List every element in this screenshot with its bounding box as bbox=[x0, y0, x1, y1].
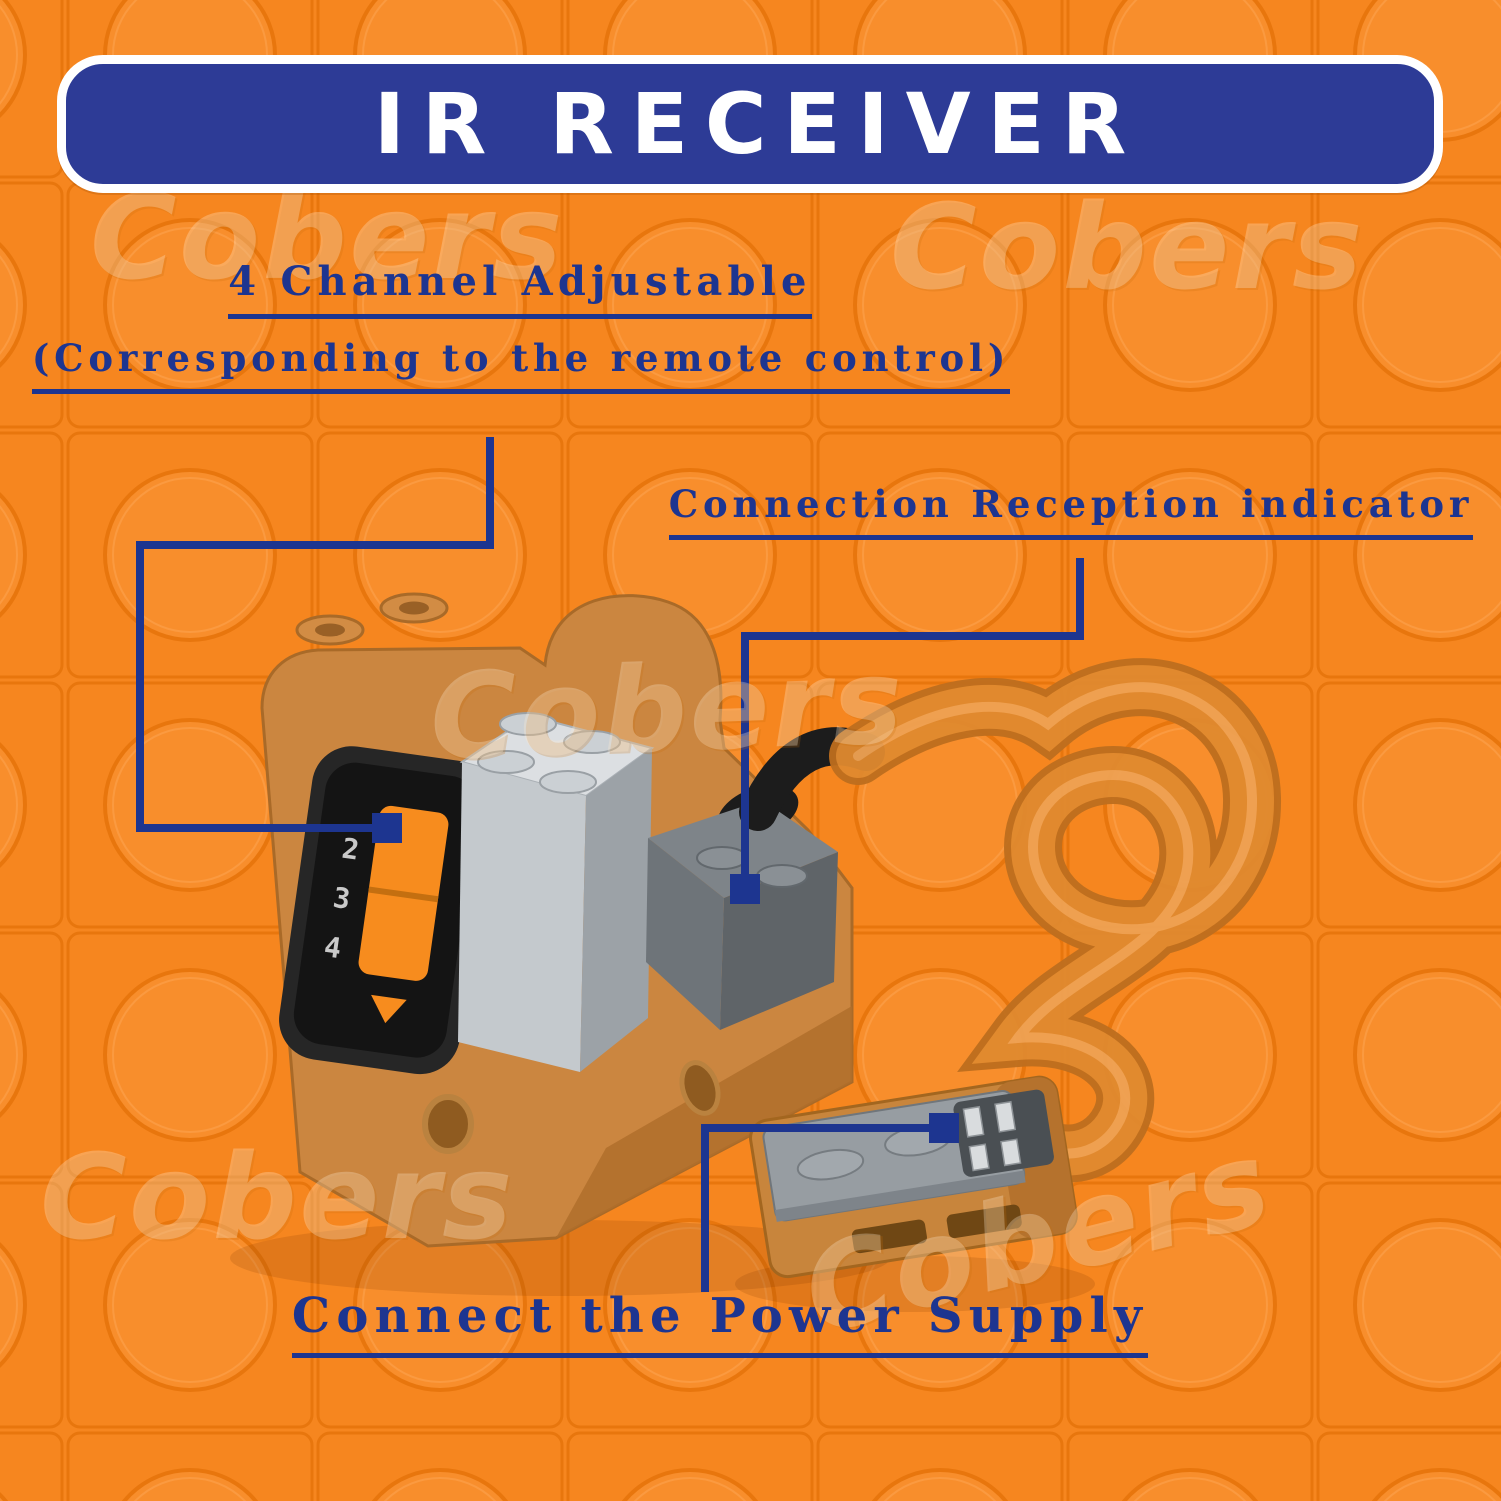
channel-switch-arrow bbox=[371, 994, 407, 1024]
ir-receiver-module: 2 3 4 bbox=[260, 592, 854, 1248]
annotation-channel-adjustable-text: 4 Channel Adjustable bbox=[228, 258, 812, 319]
callout-dot-power bbox=[929, 1113, 959, 1143]
annotation-power-supply: Connect the Power Supply bbox=[290, 1288, 1150, 1358]
callout-line-reception bbox=[741, 558, 1084, 876]
callout-line-power bbox=[701, 1124, 944, 1292]
title-banner: IR RECEIVER bbox=[57, 55, 1443, 193]
channel-digit-4: 4 bbox=[322, 930, 343, 965]
channel-digit-3: 3 bbox=[331, 881, 352, 916]
channel-selector-panel: 2 3 4 bbox=[279, 746, 493, 1075]
page-title: IR RECEIVER bbox=[373, 75, 1144, 173]
shadow-receiver bbox=[230, 1220, 890, 1296]
plug-stud bbox=[796, 1148, 865, 1181]
callout-dot-channel bbox=[372, 813, 402, 843]
power-connector-plug bbox=[749, 1075, 1078, 1279]
callout-dot-reception bbox=[730, 874, 760, 904]
annotation-power-supply-text: Connect the Power Supply bbox=[291, 1288, 1149, 1358]
annotation-channel-subtitle: (Corresponding to the remote control) bbox=[8, 336, 1034, 394]
callout-lines bbox=[136, 437, 1084, 1292]
annotation-reception-indicator-text: Connection Reception indicator bbox=[668, 482, 1474, 540]
connection-cable bbox=[829, 658, 1281, 1183]
annotation-reception-indicator: Connection Reception indicator bbox=[655, 482, 1487, 540]
annotation-channel-adjustable: 4 Channel Adjustable bbox=[180, 258, 860, 319]
callout-line-channel bbox=[136, 437, 494, 832]
receiver-body-shade bbox=[556, 1006, 852, 1238]
channel-digit-2: 2 bbox=[340, 832, 361, 867]
tan-studs bbox=[295, 592, 449, 646]
annotation-channel-subtitle-text: (Corresponding to the remote control) bbox=[31, 336, 1011, 394]
gray-brick bbox=[458, 712, 655, 1072]
callout-dots bbox=[372, 813, 959, 1143]
